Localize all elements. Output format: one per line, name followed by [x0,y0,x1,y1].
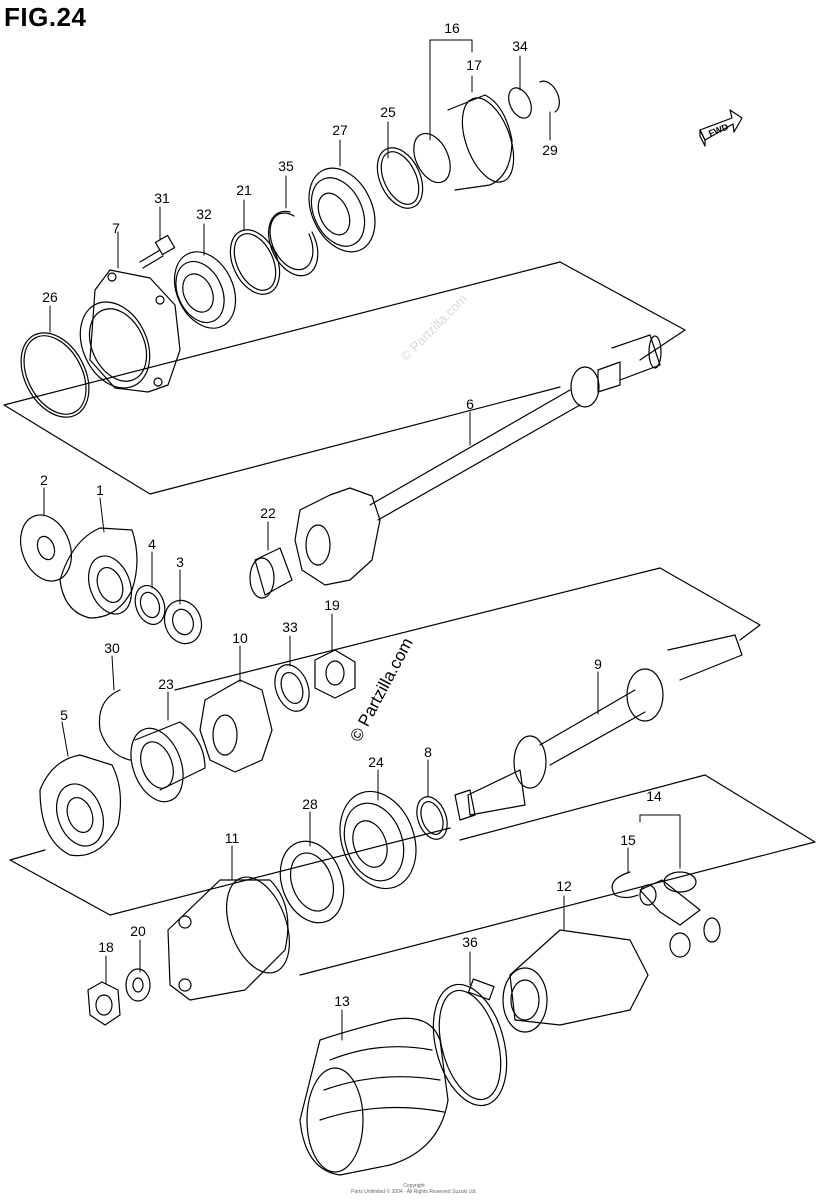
callout-10[interactable]: 10 [232,630,248,646]
callout-34[interactable]: 34 [512,38,528,54]
callout-11[interactable]: 11 [224,830,240,846]
callout-15[interactable]: 15 [620,832,636,848]
callout-35[interactable]: 35 [278,158,294,174]
part-8-washer[interactable] [411,793,452,844]
callout-7[interactable]: 7 [112,220,120,236]
callout-18[interactable]: 18 [98,939,114,955]
callout-22[interactable]: 22 [260,505,276,521]
part-12-yoke[interactable] [502,929,649,1033]
group-frame-upper [3,261,686,495]
part-35-circlip[interactable] [267,210,319,277]
callout-9[interactable]: 9 [594,656,602,672]
part-9-shaft[interactable] [454,634,743,821]
callout-26[interactable]: 26 [42,289,58,305]
part-36-clamp[interactable] [421,976,519,1113]
part-15-circlip[interactable] [611,871,639,899]
callout-3[interactable]: 3 [176,554,184,570]
part-21-shim[interactable] [221,222,290,302]
part-2-washer[interactable] [12,508,80,588]
callout-25[interactable]: 25 [380,104,396,120]
part-32-bearing[interactable] [163,242,248,338]
callout-8[interactable]: 8 [424,744,432,760]
leader-lines [43,39,681,1041]
callout-16[interactable]: 16 [444,20,460,36]
footer-line-1: Copyright [403,1183,425,1189]
part-29-circlip[interactable] [539,80,560,113]
figure-title: FIG.24 [4,2,87,32]
callout-4[interactable]: 4 [148,536,156,552]
group-frame-lower [299,774,816,976]
part-25-shim[interactable] [368,141,431,216]
callout-6[interactable]: 6 [466,396,474,412]
callout-33[interactable]: 33 [282,619,298,635]
callout-36[interactable]: 36 [462,934,478,950]
callout-17[interactable]: 17 [466,57,482,73]
callout-28[interactable]: 28 [302,796,318,812]
callout-13[interactable]: 13 [334,993,350,1009]
part-27-bearing[interactable] [296,157,388,262]
fwd-label: FWD [707,121,730,138]
part-34-ring[interactable] [504,84,536,121]
part-19-nut[interactable] [314,649,356,699]
part-18-nut[interactable] [87,981,121,1026]
callout-2[interactable]: 2 [40,472,48,488]
callout-30[interactable]: 30 [104,640,120,656]
part-7-housing[interactable] [67,269,181,399]
part-10-gear[interactable] [199,679,273,773]
callout-21[interactable]: 21 [236,182,252,198]
part-11-yoke[interactable] [167,868,301,1001]
group-frame-middle [9,567,761,916]
callout-5[interactable]: 5 [60,707,68,723]
part-33-washer[interactable] [269,660,315,716]
callout-14[interactable]: 14 [646,788,662,804]
callout-32[interactable]: 32 [196,206,212,222]
part-26-o-ring[interactable] [7,321,102,429]
part-30-circlip[interactable] [98,689,131,761]
fwd-arrow-icon: FWD [699,109,743,147]
part-3-nut[interactable] [159,595,208,649]
callout-1[interactable]: 1 [96,482,104,498]
callout-27[interactable]: 27 [332,122,348,138]
callout-12[interactable]: 12 [556,878,572,894]
part-13-boot[interactable] [299,1017,449,1176]
part-24-bearing[interactable] [327,781,429,900]
part-16-17-bearing-case[interactable] [407,91,524,191]
copyright-footer: Copyright Parts Unlimited © 2004 · All R… [351,1183,477,1195]
footer-line-2: Parts Unlimited © 2004 · All Rights Rese… [351,1189,477,1195]
part-31-bolt[interactable] [139,234,176,269]
callout-23[interactable]: 23 [158,676,174,692]
callout-20[interactable]: 20 [130,923,146,939]
part-14-spider-kit[interactable] [639,871,721,958]
callout-31[interactable]: 31 [154,190,170,206]
part-4-washer[interactable] [130,581,170,628]
part-6-shaft[interactable] [294,334,662,586]
callout-24[interactable]: 24 [368,754,384,770]
part-28-oil-seal[interactable] [269,832,354,931]
part-1-bevel-gear[interactable] [59,527,139,620]
part-20-washer[interactable] [125,968,151,1002]
part-22-needle-bearing[interactable] [249,547,293,599]
part-23-bearing-sleeve[interactable] [121,721,206,809]
callout-19[interactable]: 19 [324,597,340,613]
part-5-bevel-gear[interactable] [39,754,122,857]
callout-29[interactable]: 29 [542,142,558,158]
